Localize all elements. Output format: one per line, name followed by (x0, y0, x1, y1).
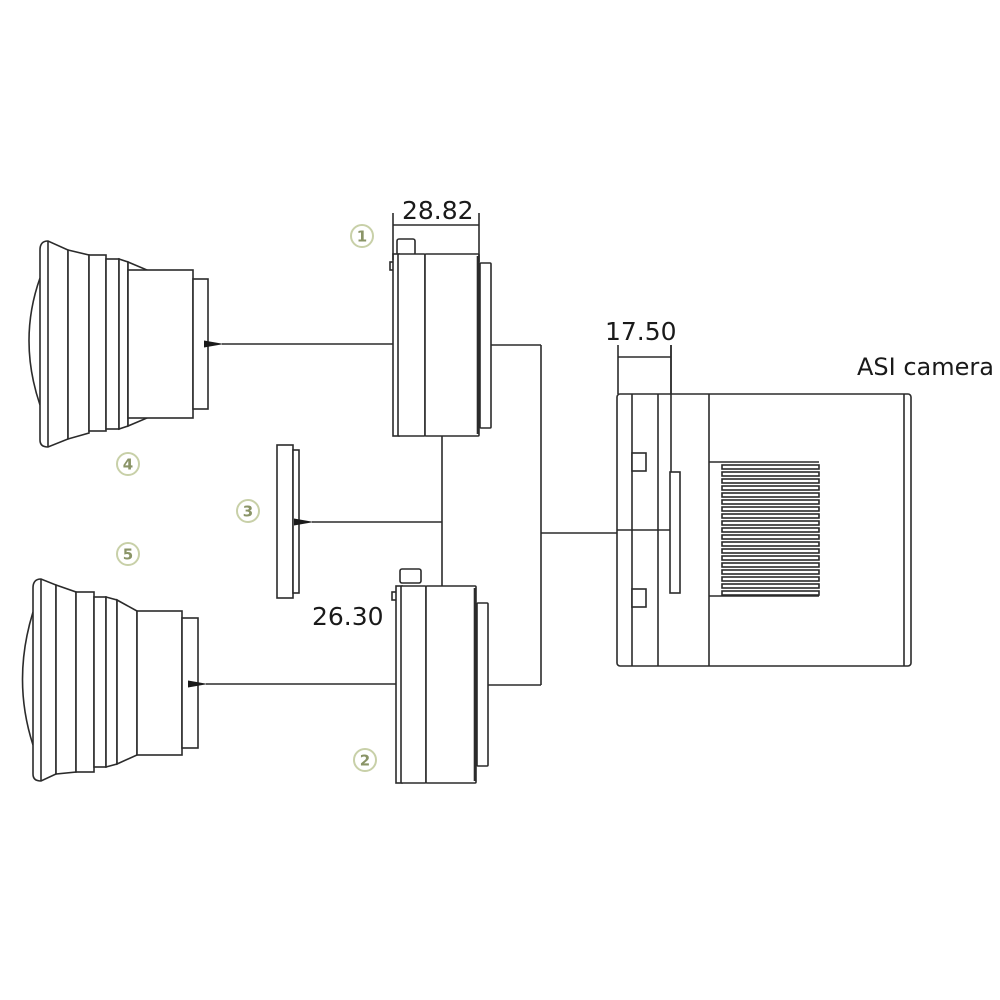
dimension-camera (617, 345, 672, 394)
part-badge-4-label: 4 (123, 456, 133, 474)
part-badge-2-label: 2 (360, 752, 370, 770)
part-badge-3: 3 (236, 499, 260, 523)
dimension-label-26-30: 26.30 (312, 602, 384, 631)
part-badge-1-label: 1 (357, 228, 367, 246)
dimension-label-17-50: 17.50 (605, 317, 677, 346)
adapter-1 (389, 238, 492, 437)
part-badge-4: 4 (116, 452, 140, 476)
part-badge-5-label: 5 (123, 546, 133, 564)
heatsink-fins (721, 464, 820, 596)
part-badge-1: 1 (350, 224, 374, 248)
part-badge-2: 2 (353, 748, 377, 772)
camera-title: ASI camera (857, 353, 994, 381)
asi-camera (616, 345, 912, 667)
connector-lines (188, 340, 617, 688)
spacer-ring-3 (276, 444, 300, 599)
part-badge-5: 5 (116, 542, 140, 566)
adapter-2 (391, 568, 489, 784)
part-badge-3-label: 3 (243, 503, 253, 521)
dimension-label-28-82: 28.82 (402, 196, 474, 225)
lens-4 (28, 240, 209, 448)
dimension-top-adapter (392, 213, 480, 262)
lens-5 (21, 578, 199, 782)
